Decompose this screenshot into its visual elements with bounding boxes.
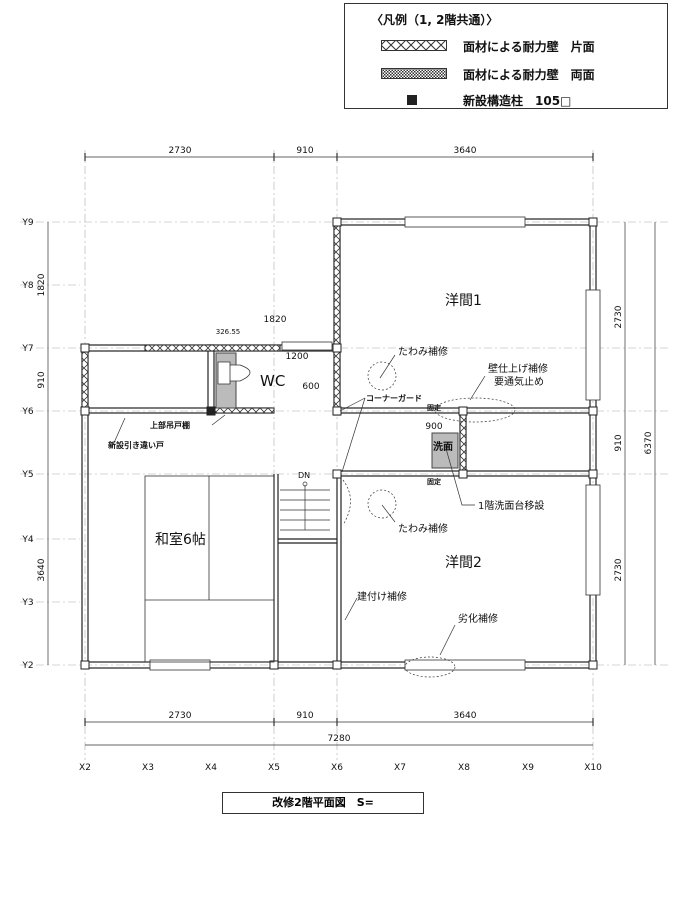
axis-y3: Y3 (21, 598, 33, 608)
room-sink: 洗面 (433, 440, 453, 453)
dim-right-2: 910 (614, 434, 624, 451)
sink-counter (431, 432, 459, 469)
axis-y2: Y2 (21, 661, 33, 671)
new-column-icon (407, 95, 417, 105)
axis-x8: X8 (458, 763, 470, 773)
dim-wc-inner: 326.55 (216, 328, 241, 336)
dim-left-2: 910 (37, 371, 47, 388)
legend-title: 〈凡例（1, 2階共通）〉 (371, 13, 499, 27)
stairs (280, 481, 330, 531)
dim-bottom-3: 3640 (454, 711, 477, 721)
dim-door: 600 (302, 382, 319, 392)
axis-y5: Y5 (21, 470, 33, 480)
axis-y4: Y4 (21, 535, 33, 545)
room-youma1: 洋間1 (445, 293, 482, 309)
axis-x2: X2 (79, 763, 91, 773)
dim-sink: 900 (425, 422, 442, 432)
axis-x10: X10 (584, 763, 602, 773)
axis-x3: X3 (142, 763, 154, 773)
repair-markers (342, 361, 516, 678)
note-wall-finish: 壁仕上げ補修 (488, 362, 548, 375)
legend-column-label: 新設構造柱 105□ (463, 94, 572, 108)
axis-x5: X5 (268, 763, 280, 773)
axis-y6: Y6 (21, 407, 33, 417)
dim-wc-width: 1820 (264, 315, 287, 325)
dim-top-2: 910 (296, 146, 313, 156)
legend-single-label: 面材による耐力壁 片面 (463, 40, 595, 54)
note-deterioration: 劣化補修 (458, 612, 498, 625)
windows (149, 216, 601, 671)
note-dn: DN (298, 471, 310, 480)
room-washitsu: 和室6帖 (155, 531, 206, 548)
tatami-mats (144, 475, 275, 663)
note-fixed-1: 固定 (427, 403, 441, 412)
axis-x9: X9 (522, 763, 534, 773)
axis-y8: Y8 (21, 281, 33, 291)
note-ventilation-stop: 要通気止め (494, 375, 544, 388)
note-upper-shelf: 上部吊戸棚 (150, 420, 190, 430)
dimension-lines (47, 153, 656, 746)
note-tawami-2: たわみ補修 (398, 522, 448, 535)
dim-window: 1200 (286, 352, 309, 362)
dim-right-1: 2730 (614, 305, 624, 328)
dim-top-1: 2730 (169, 146, 192, 156)
legend-box: 〈凡例（1, 2階共通）〉 面材による耐力壁 片面 面材による耐力壁 両面 新設… (344, 3, 668, 109)
legend-double-label: 面材による耐力壁 両面 (463, 68, 595, 82)
double-side-brace-wall-icon (381, 68, 447, 79)
note-sliding-door: 新設引き違い戸 (108, 440, 164, 450)
room-youma2: 洋間2 (445, 555, 482, 571)
dim-total-depth: 6370 (644, 431, 654, 454)
dim-total-width: 7280 (328, 734, 351, 744)
axis-x7: X7 (394, 763, 406, 773)
dim-left-3: 3640 (37, 558, 47, 581)
single-side-brace-wall-icon (381, 40, 447, 51)
note-sink-move: 1階洗面台移設 (478, 499, 544, 512)
dim-bottom-2: 910 (296, 711, 313, 721)
drawing-title: 改修2階平面図 S= (222, 792, 424, 814)
axis-x6: X6 (331, 763, 343, 773)
dim-top-3: 3640 (454, 146, 477, 156)
toilet-icon (217, 361, 251, 385)
columns (80, 217, 598, 670)
axis-y9: Y9 (21, 218, 33, 228)
dim-left-1: 1820 (37, 273, 47, 296)
note-fitting: 建付け補修 (357, 590, 407, 603)
note-fixed-2: 固定 (427, 477, 441, 486)
dim-right-3: 2730 (614, 558, 624, 581)
room-wc: WC (260, 372, 285, 390)
grid-lines (20, 150, 670, 760)
note-tawami-1: たわみ補修 (398, 345, 448, 358)
note-corner-guard: コーナーガード (366, 393, 422, 403)
axis-x4: X4 (205, 763, 217, 773)
leader-lines (112, 354, 486, 656)
dimension-labels: 2730 910 3640 2730 910 3640 7280 1820 91… (37, 146, 654, 744)
axis-y7: Y7 (21, 344, 33, 354)
dim-bottom-1: 2730 (169, 711, 192, 721)
